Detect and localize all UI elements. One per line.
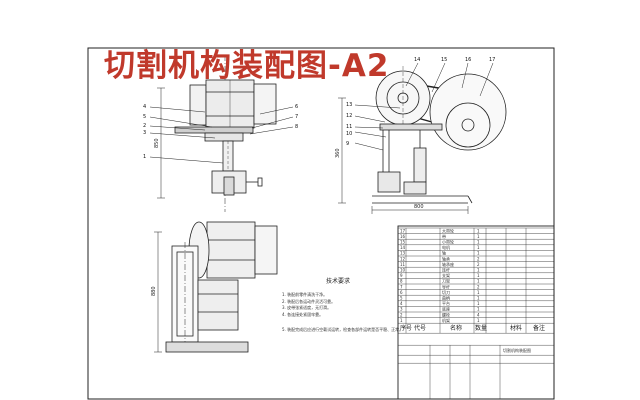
parts-row-qty: 2 — [477, 256, 480, 261]
callout-15: 15 — [441, 57, 447, 63]
header-remark: 备注 — [533, 324, 545, 332]
note-line-wide: 5. 装配完成后应进行空载试运转，检查各部件运转是否平稳、正常。 — [282, 327, 404, 332]
parts-row-name: 支架 — [442, 272, 450, 278]
header-code: 代号 — [414, 324, 426, 332]
parts-row-number: 15 — [400, 240, 406, 245]
parts-row-qty: 1 — [477, 240, 480, 245]
parts-table — [397, 225, 555, 400]
header-no: 序号 — [400, 324, 412, 332]
lower-view — [154, 221, 278, 353]
header-name: 名称 — [450, 324, 462, 332]
callout-3: 3 — [143, 130, 146, 136]
parts-row-qty: 1 — [477, 273, 480, 278]
parts-row-number: 1 — [400, 318, 403, 323]
parts-row-number: 3 — [400, 307, 403, 312]
parts-row-qty: 2 — [477, 284, 480, 289]
parts-row-qty: 1 — [477, 301, 480, 306]
parts-row-name: 导杆 — [442, 283, 450, 289]
side-width-dimension: 800 — [414, 204, 424, 210]
callout-1: 1 — [143, 154, 146, 160]
parts-row-qty: 2 — [477, 262, 480, 267]
note-line: 1. 装配前零件清洗干净。 — [282, 292, 328, 297]
callout-13: 13 — [346, 102, 352, 108]
lower-height-dimension: 880 — [151, 286, 157, 296]
parts-row-number: 4 — [400, 301, 403, 306]
parts-row-name: 轴承座 — [442, 261, 454, 267]
parts-row-name: 底座 — [442, 306, 450, 312]
parts-row-name: 带 — [442, 234, 446, 239]
parts-row-name: 曲柄 — [442, 295, 450, 301]
callout-2: 2 — [143, 123, 146, 129]
technical-notes: 1. 装配前零件清洗干净。 2. 装配后各运动件灵活可靠。 3. 皮带张紧适度，… — [282, 292, 378, 318]
callout-12: 12 — [346, 113, 352, 119]
parts-row-number: 6 — [400, 290, 403, 295]
callout-5: 5 — [143, 114, 146, 120]
parts-row-name: 机架 — [442, 317, 450, 323]
side-height-dimension: 360 — [335, 148, 341, 158]
parts-row-number: 14 — [400, 245, 406, 250]
front-view — [149, 55, 294, 212]
parts-row-number: 9 — [400, 273, 403, 278]
callout-4: 4 — [143, 104, 146, 110]
parts-row-qty: 1 — [477, 234, 480, 239]
parts-row-number: 13 — [400, 251, 406, 256]
title-block-drawing-name: 切割机构装配图 — [503, 347, 531, 353]
parts-row-number: 5 — [400, 296, 403, 301]
parts-row-number: 8 — [400, 279, 403, 284]
callout-16: 16 — [465, 57, 471, 63]
parts-row-number: 10 — [400, 268, 406, 273]
parts-row-name: 轴 — [442, 250, 446, 256]
header-qty: 数量 — [475, 324, 487, 332]
note-line: 3. 皮带张紧适度，无打滑。 — [282, 305, 332, 311]
parts-row-number: 17 — [400, 228, 406, 233]
parts-row-name: 刀架 — [442, 278, 450, 284]
drawing-title: 切割机构装配图-A2 — [104, 48, 390, 84]
parts-row-name: 连杆 — [442, 267, 450, 273]
parts-row-number: 16 — [400, 234, 406, 239]
parts-row-qty: 1 — [477, 296, 480, 301]
parts-row-qty: 1 — [477, 245, 480, 250]
parts-row-qty: 1 — [477, 290, 480, 295]
front-height-dimension: 850 — [154, 138, 160, 148]
callout-10: 10 — [346, 131, 352, 137]
callout-14: 14 — [414, 57, 420, 63]
header-material: 材料 — [510, 324, 522, 332]
sheet-border — [87, 47, 555, 400]
parts-row-number: 7 — [400, 284, 403, 289]
callout-8: 8 — [295, 124, 298, 130]
parts-row-name: 电机 — [442, 244, 450, 250]
note-line: 4. 各连接处紧固牢靠。 — [282, 311, 324, 317]
parts-row-qty: 1 — [477, 318, 480, 323]
parts-row-number: 12 — [400, 256, 406, 261]
parts-row-qty: 1 — [477, 228, 480, 233]
parts-row-number: 2 — [400, 312, 403, 317]
parts-row-qty: 1 — [477, 307, 480, 312]
callout-6: 6 — [295, 104, 298, 110]
callout-11: 11 — [346, 124, 352, 130]
parts-row-number: 11 — [400, 262, 406, 267]
parts-row-qty: 1 — [477, 251, 480, 256]
parts-row-name: 轴承 — [442, 255, 450, 261]
callout-7: 7 — [295, 114, 298, 120]
side-view — [338, 62, 507, 214]
parts-row-name: 平台 — [442, 300, 450, 306]
parts-row-qty: 1 — [477, 279, 480, 284]
parts-row-qty: 4 — [477, 312, 480, 317]
parts-row-name: 小带轮 — [442, 239, 454, 245]
notes-title: 技术要求 — [326, 278, 351, 285]
parts-row-name: 大带轮 — [442, 227, 454, 233]
note-line: 2. 装配后各运动件灵活可靠。 — [282, 298, 336, 304]
callout-9: 9 — [346, 141, 349, 147]
parts-row-name: 螺栓 — [442, 311, 450, 317]
parts-row-qty: 1 — [477, 268, 480, 273]
callout-17: 17 — [489, 57, 495, 63]
parts-row-name: 切刀 — [442, 289, 450, 295]
